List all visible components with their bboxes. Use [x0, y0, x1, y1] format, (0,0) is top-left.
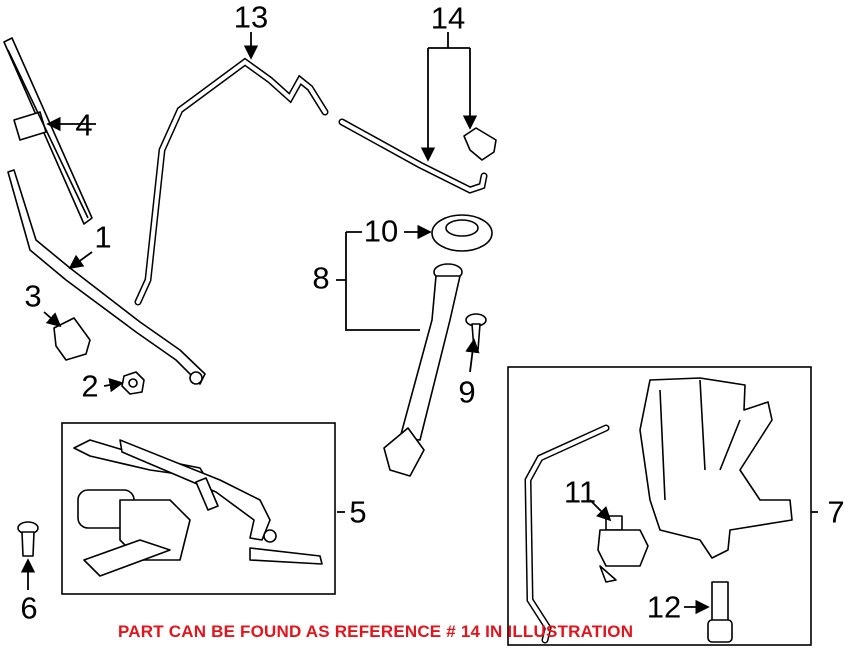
callout-14: 14 [430, 0, 466, 36]
callout-10: 10 [363, 213, 399, 249]
bolt [17, 521, 39, 557]
reservoir-hose [524, 424, 610, 644]
callout-13: 13 [233, 0, 269, 35]
arm-cap [53, 317, 91, 361]
wiper-arm [7, 169, 206, 385]
washer-pump [597, 515, 649, 583]
callout-5: 5 [349, 494, 367, 530]
callout-11: 11 [563, 474, 597, 510]
callout-7: 7 [827, 494, 845, 530]
washer-nozzle-hose [338, 118, 497, 194]
callout-9: 9 [458, 374, 476, 410]
washer-hose [134, 57, 329, 306]
callout-3: 3 [24, 278, 42, 314]
push-clip [465, 313, 487, 351]
level-sensor [707, 581, 733, 643]
callout-4: 4 [75, 107, 93, 143]
callout-8: 8 [312, 260, 330, 296]
callout-12: 12 [646, 589, 682, 625]
reference-note: PART CAN BE FOUND AS REFERENCE # 14 IN I… [118, 622, 634, 641]
filler-neck [383, 263, 463, 477]
reservoir-assembly-box [507, 366, 812, 646]
nut [121, 371, 145, 395]
wiper-motor-linkage [73, 439, 323, 577]
callout-6: 6 [20, 590, 38, 626]
callout-1: 1 [94, 219, 112, 255]
washer-reservoir [639, 377, 793, 559]
motor-assembly-box [61, 422, 336, 595]
callout-2: 2 [81, 368, 99, 404]
reservoir-cap [431, 214, 493, 252]
